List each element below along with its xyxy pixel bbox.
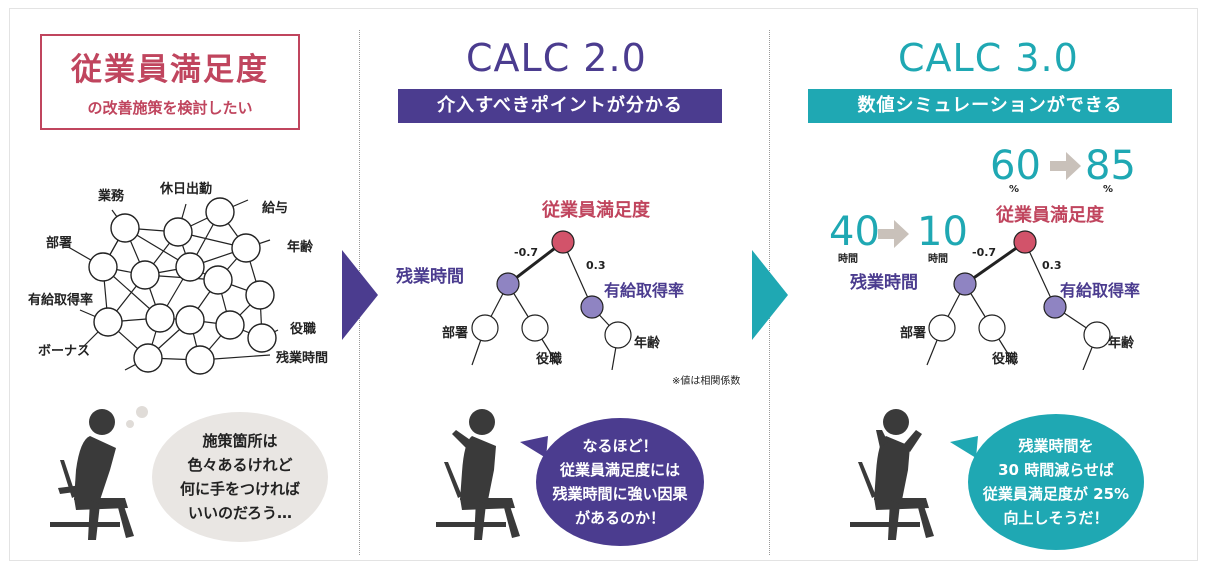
p3-label-satisfaction: 従業員満足度 xyxy=(996,205,1104,226)
panel3-bubble-tail xyxy=(950,436,978,458)
p3-label-zangyo: 残業時間 xyxy=(850,273,918,293)
p3-label-yakushoku: 役職 xyxy=(992,352,1019,367)
panel1-bubble-line-2: 色々あるけれど xyxy=(187,456,293,474)
p3-label-yukyu: 有給取得率 xyxy=(1060,281,1141,300)
panel3-banner: 数値シミュレーションができる xyxy=(808,89,1172,123)
decrease-arrow-icon xyxy=(878,220,909,248)
net-label-gyomu: 業務 xyxy=(98,189,125,204)
panel2-speech-bubble: なるほど！ 従業員満足度には 残業時間に強い因果 があるのか！ xyxy=(536,418,704,546)
net-label-kyujitsu: 休日出勤 xyxy=(160,182,213,197)
thinking-person-icon xyxy=(50,406,148,540)
hours-before: 40 xyxy=(829,209,880,255)
p2-coef-left: -0.7 xyxy=(514,246,539,259)
panel3-bubble-line-4: 向上しそうだ！ xyxy=(1003,509,1109,527)
sat-before: 60 xyxy=(990,143,1041,189)
net-label-nenrei: 年齢 xyxy=(287,240,314,255)
p2-label-satisfaction: 従業員満足度 xyxy=(542,200,650,221)
net-label-yukyu: 有給取得率 xyxy=(28,293,94,308)
p2-label-yakushoku: 役職 xyxy=(536,352,563,367)
panel1-title: 従業員満足度 xyxy=(71,52,269,88)
panel1-bubble-line-3: 何に手をつければ xyxy=(179,480,300,498)
excited-person-icon xyxy=(850,409,934,540)
panel1-title-box: 従業員満足度 の改善施策を検討したい xyxy=(40,34,300,130)
panel1-bubble-line-4: いいのだろう… xyxy=(187,504,293,522)
arrow-right-icon xyxy=(752,250,788,340)
panel2-bubble-line-1: なるほど！ xyxy=(582,437,658,455)
panel1-bubble-line-1: 施策箇所は xyxy=(202,432,278,450)
panel2-banner: 介入すべきポイントが分かる xyxy=(398,89,722,123)
figure-frame xyxy=(9,8,1198,561)
panel1-network xyxy=(69,197,279,375)
net-label-bonus: ボーナス xyxy=(38,344,91,359)
hours-before-unit: 時間 xyxy=(838,254,858,265)
panel2-bubble-line-3: 残業時間に強い因果 xyxy=(552,485,688,503)
p2-label-busho: 部署 xyxy=(442,326,469,341)
panel3-title: CALC 3.0 xyxy=(898,36,1079,80)
p2-label-zangyo: 残業時間 xyxy=(396,267,464,287)
sat-before-unit: % xyxy=(1009,184,1020,195)
hours-after-unit: 時間 xyxy=(928,254,948,265)
panel3-tree xyxy=(926,230,1111,370)
sat-after: 85 xyxy=(1085,143,1136,189)
panel1-subtitle: の改善施策を検討したい xyxy=(87,99,253,117)
panel1-thought-bubble: 施策箇所は 色々あるけれど 何に手をつければ いいのだろう… xyxy=(152,412,328,542)
p3-coef-right: 0.3 xyxy=(1042,259,1062,272)
panel2-tree xyxy=(471,230,632,370)
p2-note: ※値は相関係数 xyxy=(672,376,741,387)
realizing-person-icon xyxy=(436,409,520,540)
panel2-bubble-tail xyxy=(520,436,548,458)
p2-label-yukyu: 有給取得率 xyxy=(604,281,685,300)
p2-coef-right: 0.3 xyxy=(586,259,606,272)
net-label-kyuyo: 給与 xyxy=(262,201,289,216)
panel3-speech-bubble: 残業時間を 30 時間減らせば 従業員満足度が 25% 向上しそうだ！ xyxy=(968,414,1144,550)
panel3-bubble-line-2: 30 時間減らせば xyxy=(998,461,1114,479)
panel3-bubble-line-1: 残業時間を xyxy=(1018,437,1094,455)
hours-after: 10 xyxy=(917,209,968,255)
increase-arrow-icon xyxy=(1050,152,1081,180)
p3-label-nenrei: 年齢 xyxy=(1108,336,1135,351)
panel3-bubble-line-3: 従業員満足度が 25% xyxy=(982,485,1130,503)
net-label-zangyo: 残業時間 xyxy=(276,351,329,366)
p3-label-busho: 部署 xyxy=(900,326,927,341)
p2-label-nenrei: 年齢 xyxy=(634,336,661,351)
net-label-yakushoku: 役職 xyxy=(290,322,317,337)
net-label-busho: 部署 xyxy=(46,236,73,251)
sat-after-unit: % xyxy=(1103,184,1114,195)
panel2-title: CALC 2.0 xyxy=(466,36,647,80)
panel2-bubble-line-4: があるのか！ xyxy=(574,509,665,527)
panel2-bubble-line-2: 従業員満足度には xyxy=(559,461,680,479)
arrow-right-icon xyxy=(342,250,378,340)
p3-coef-left: -0.7 xyxy=(972,246,997,259)
